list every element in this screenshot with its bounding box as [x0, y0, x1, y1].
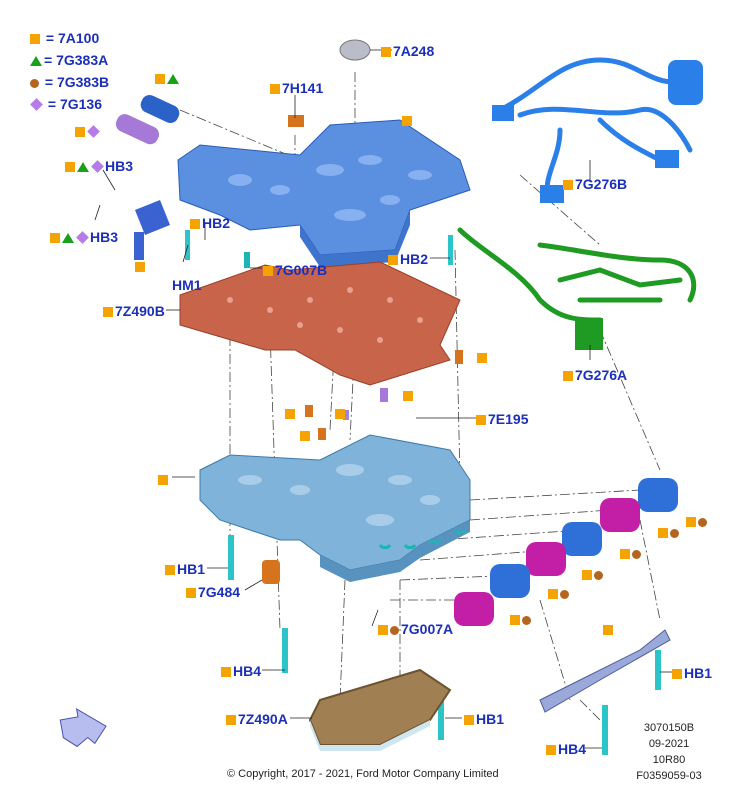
legend-code: 7G383A: [56, 52, 109, 68]
marker-7a100: [603, 621, 615, 637]
label-hb2-left: HB2: [190, 215, 230, 231]
marker-7a100-7g383b: [686, 513, 709, 529]
marker-7a100-7g383b: [582, 566, 605, 582]
part-7a248: [339, 39, 371, 61]
triangle-marker-icon: [30, 56, 42, 66]
marker-7a100: [403, 387, 415, 403]
marker-7a100-7g383a: [155, 70, 181, 86]
label-7e195: 7E195: [476, 411, 528, 427]
legend-code: 7G383B: [56, 74, 110, 90]
label-hb4-left: HB4: [221, 663, 261, 679]
gasket-7z490a: [308, 668, 452, 746]
label-7z490a: 7Z490A: [226, 711, 288, 727]
leader-lines: [94, 49, 673, 749]
harness-connector-icon: [668, 60, 703, 105]
marker-7a100: [158, 471, 170, 487]
marker-7a100-7g383b: [620, 545, 643, 561]
label-hb1-bottom: HB1: [464, 711, 504, 727]
direction-arrow-icon: [59, 708, 107, 748]
label-7h141: 7H141: [270, 80, 323, 96]
marker-7a100: [477, 349, 489, 365]
ref-model: 10R80: [652, 754, 686, 766]
label-hb1-left: HB1: [165, 561, 205, 577]
marker-7a100-7g383b: [510, 611, 533, 627]
marker-7a100: [135, 258, 147, 274]
harness-7g276a: [457, 227, 697, 323]
label-7g007a: 7G007A: [378, 621, 453, 637]
legend-item-7g383b: = 7G383B: [30, 74, 109, 90]
label-hb2-right: HB2: [388, 251, 428, 267]
label-hb1-right: HB1: [672, 665, 712, 681]
marker-7a100: [335, 405, 347, 421]
separator-plate: [179, 261, 461, 386]
solenoid-7g136: [115, 114, 160, 145]
label-7z490b: 7Z490B: [103, 303, 165, 319]
ref-date: 09-2021: [648, 738, 690, 750]
label-7g276a: 7G276A: [563, 367, 627, 383]
part-7h141: [288, 115, 304, 127]
bracket-hb3: [135, 200, 170, 235]
bracket-lower: [539, 629, 671, 713]
part-7g484: [262, 560, 280, 584]
marker-7a100: [300, 427, 312, 443]
ref-figure-id: F0359059-03: [636, 770, 702, 782]
label-hb4-right: HB4: [546, 741, 586, 757]
marker-7a100-7g136: [75, 123, 101, 139]
label-hb3-top: HB3: [65, 158, 133, 174]
solenoid-7g383a: [140, 95, 180, 123]
legend-item-7g383a: = 7G383A: [30, 52, 108, 68]
label-7g007b: 7G007B: [263, 262, 327, 278]
label-7g276b: 7G276B: [563, 176, 627, 192]
label-hm1: HM1: [172, 277, 202, 293]
circle-marker-icon: [30, 79, 39, 88]
legend-code: 7A100: [57, 30, 100, 46]
label-7g484: 7G484: [186, 584, 240, 600]
marker-7a100-7g383b: [548, 585, 571, 601]
upper-valve-body: [177, 119, 471, 267]
legend-code: 7G136: [59, 96, 103, 112]
label-7a248: 7A248: [381, 43, 434, 59]
marker-7a100-7g383b: [658, 524, 681, 540]
marker-7a100: [402, 112, 414, 128]
lower-valve-body: [199, 434, 471, 582]
legend-item-7a100: = 7A100: [30, 30, 99, 46]
shift-solenoids: [454, 478, 678, 626]
diamond-marker-icon: [30, 98, 43, 111]
square-marker-icon: [30, 34, 40, 44]
ref-number: 3070150B: [643, 722, 695, 734]
label-hb3-bottom: HB3: [50, 229, 118, 245]
legend-item-7g136: = 7G136: [30, 96, 102, 112]
copyright-text: © Copyright, 2017 - 2021, Ford Motor Com…: [227, 768, 499, 780]
marker-7a100: [285, 405, 297, 421]
